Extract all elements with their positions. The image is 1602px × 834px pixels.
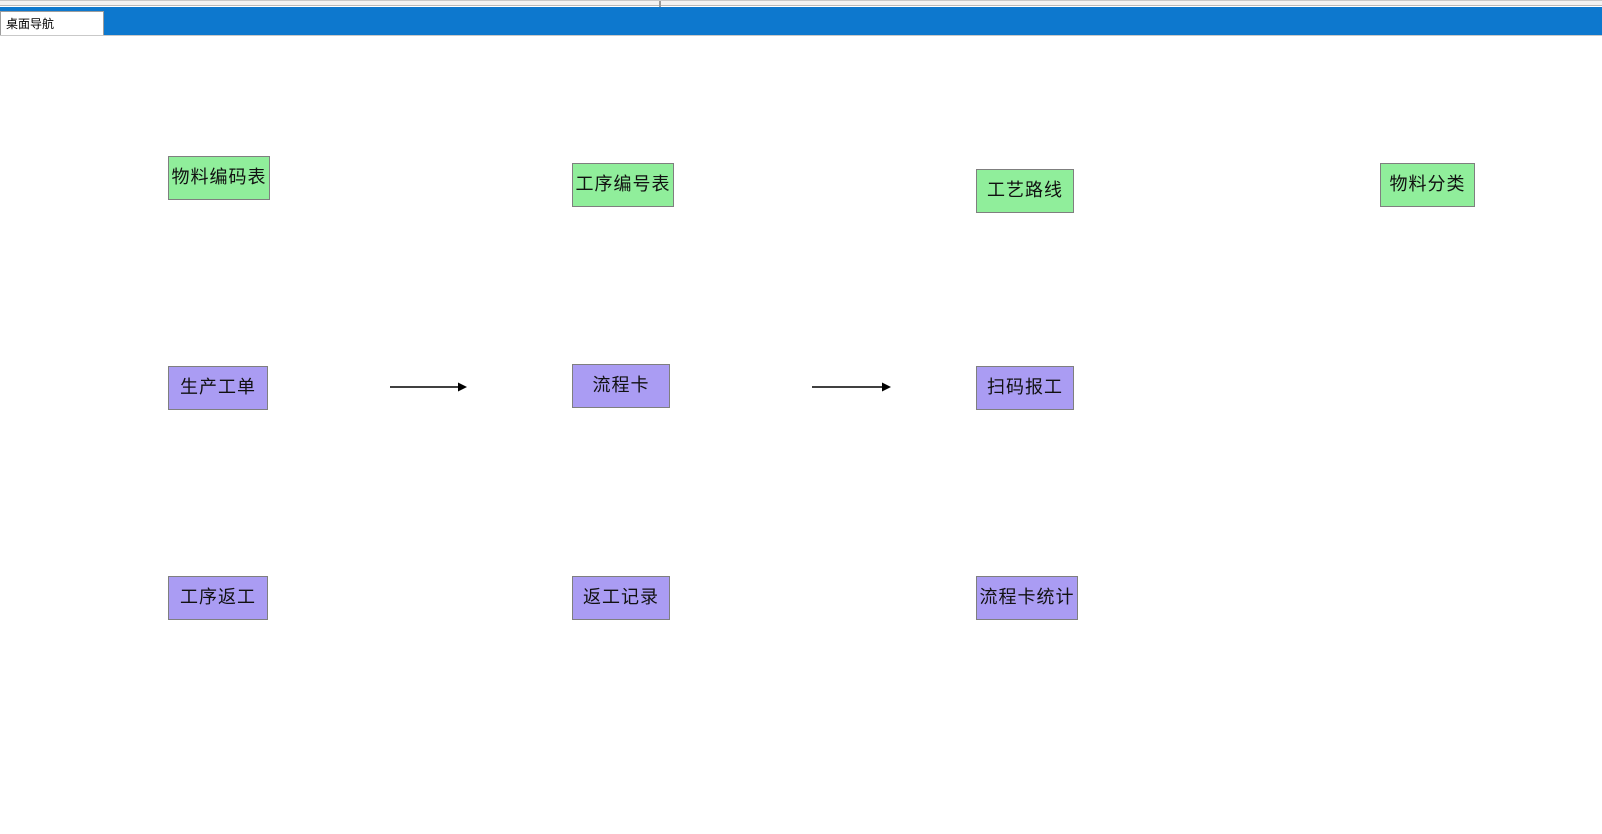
nav-node-label: 返工记录 xyxy=(583,587,659,608)
tab-bar xyxy=(0,7,1602,35)
nav-node-label: 物料分类 xyxy=(1389,174,1466,195)
nav-node-label: 扫码报工 xyxy=(987,377,1063,398)
nav-node-process-card[interactable]: 流程卡 xyxy=(572,364,670,408)
tab-desktop-nav[interactable]: 桌面导航 xyxy=(0,11,104,35)
nav-node-process-rework[interactable]: 工序返工 xyxy=(168,576,268,620)
nav-node-label: 工序编号表 xyxy=(575,174,671,195)
connector-arrow-workorder-to-processcard xyxy=(390,381,468,393)
desktop-navigation-canvas: 物料编码表 工序编号表 工艺路线 物料分类生产工单 流程卡 扫码报工工序返工 返工记录 流程卡… xyxy=(0,36,1602,834)
window-splitter-handle[interactable] xyxy=(659,1,661,7)
nav-node-process-card-statistics[interactable]: 流程卡统计 xyxy=(976,576,1078,620)
nav-node-material-category[interactable]: 物料分类 xyxy=(1380,163,1475,207)
nav-node-process-number-table[interactable]: 工序编号表 xyxy=(572,163,674,207)
nav-node-label: 生产工单 xyxy=(180,377,256,398)
nav-node-production-work-order[interactable]: 生产工单 xyxy=(168,366,268,410)
nav-node-label: 流程卡 xyxy=(592,375,650,396)
nav-node-label: 工艺路线 xyxy=(987,180,1063,201)
tab-desktop-nav-label: 桌面导航 xyxy=(6,16,55,31)
nav-node-process-route[interactable]: 工艺路线 xyxy=(976,169,1074,213)
nav-node-label: 物料编码表 xyxy=(171,167,267,188)
tab-bar-bottom-divider xyxy=(0,35,1602,36)
nav-node-scan-code-report[interactable]: 扫码报工 xyxy=(976,366,1074,410)
nav-node-rework-record[interactable]: 返工记录 xyxy=(572,576,670,620)
connector-arrow-processcard-to-scanreport xyxy=(812,381,892,393)
window-top-strip xyxy=(0,0,1602,7)
nav-node-label: 工序返工 xyxy=(180,587,256,608)
nav-node-material-code-table[interactable]: 物料编码表 xyxy=(168,156,270,200)
nav-node-label: 流程卡统计 xyxy=(979,587,1075,608)
